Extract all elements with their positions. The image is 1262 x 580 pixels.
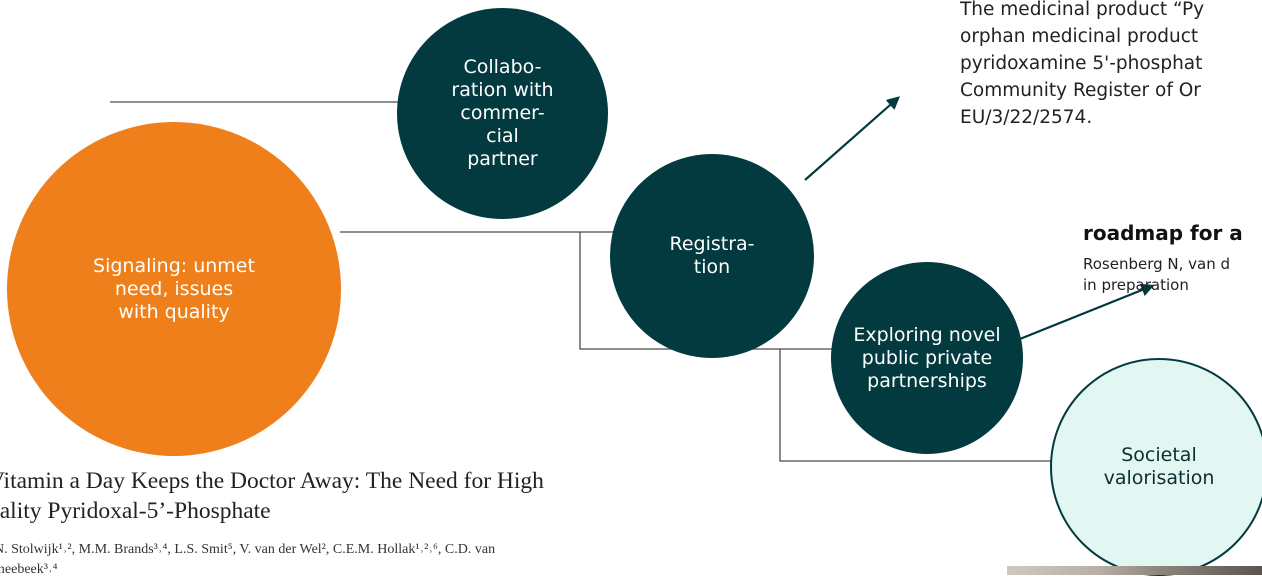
arrow-registration-orphan xyxy=(804,96,900,181)
registration-node: Registra- tion xyxy=(610,154,814,358)
arrow-exploring-roadmap xyxy=(1004,283,1155,347)
orphan-designation-text: The medicinal product “Py orphan medicin… xyxy=(960,0,1205,128)
societal-valorisation-node: Societal valorisation xyxy=(1050,358,1262,576)
registration-label: Registra- tion xyxy=(669,233,755,278)
paper-title: Vitamin a Day Keeps the Doctor Away: The… xyxy=(0,468,544,524)
exploring-label: Exploring novel public private partnersh… xyxy=(853,323,1001,392)
paper-authors: N. Stolwijk¹˒², M.M. Brands³˒⁴, L.S. Smi… xyxy=(0,542,496,577)
roadmap-authors: Rosenberg N, van d xyxy=(1083,255,1231,273)
signaling-node: Signaling: unmet need, issues with quali… xyxy=(7,122,341,456)
exploring-node: Exploring novel public private partnersh… xyxy=(831,262,1023,454)
roadmap-title: roadmap for a xyxy=(1083,221,1243,245)
photo-thumbnail xyxy=(1007,566,1262,575)
collaboration-node: Collabo- ration with commer- cial partne… xyxy=(397,8,608,219)
connector-signaling-societal xyxy=(779,349,1055,462)
collaboration-label: Collabo- ration with commer- cial partne… xyxy=(451,56,554,170)
signaling-label: Signaling: unmet need, issues with quali… xyxy=(93,254,255,323)
societal-label: Societal valorisation xyxy=(1103,444,1215,489)
roadmap-status: in preparation xyxy=(1083,276,1189,294)
